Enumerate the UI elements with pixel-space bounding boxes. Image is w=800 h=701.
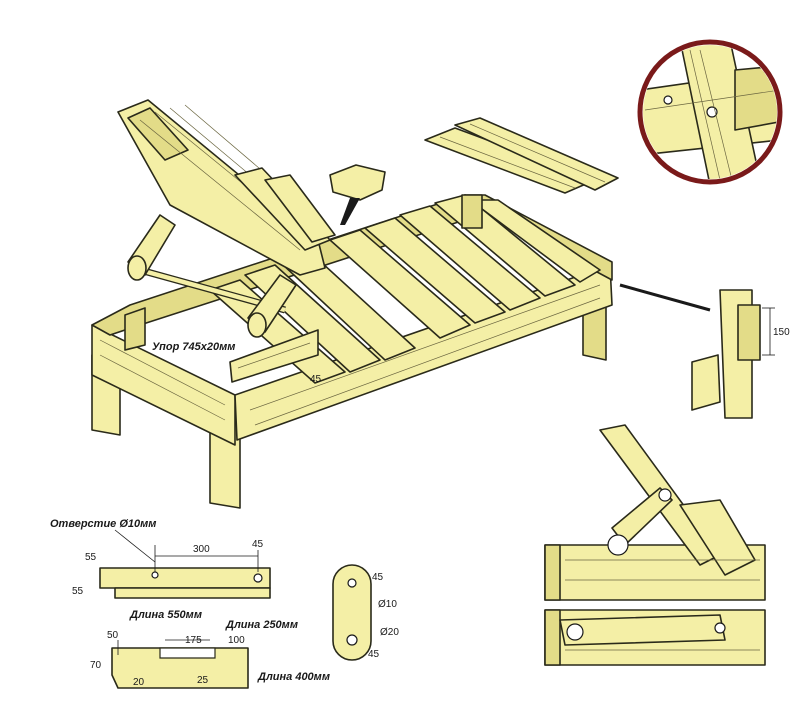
dim-50: 50 [107, 630, 119, 641]
label-length-550: Длина 550мм [129, 609, 202, 621]
dim-175: 175 [185, 635, 202, 646]
dim-45-a: 45 [252, 539, 264, 550]
dim-55-top: 55 [85, 552, 97, 563]
lounger-main [91, 194, 613, 509]
dim-25: 25 [197, 675, 209, 686]
dim-45-main: 45 [310, 374, 322, 385]
backrest [117, 99, 336, 276]
joint-detail: 150 [619, 283, 790, 419]
dim-20-oval: Ø20 [380, 627, 399, 638]
label-hole-10mm: Отверстие Ø10мм [50, 518, 156, 530]
dim-10-oval: Ø10 [378, 599, 397, 610]
dim-45-oval-bottom: 45 [368, 649, 380, 660]
seat-slats [209, 194, 601, 384]
label-length-400: Длина 400мм [257, 671, 330, 683]
mechanism-detail [544, 424, 766, 666]
frame-side-rail [91, 324, 236, 446]
loose-boards [424, 117, 619, 194]
post-inner-right [461, 194, 483, 229]
stop-piece [229, 329, 319, 383]
label-length-250: Длина 250мм [225, 619, 298, 631]
dim-55-left: 55 [72, 586, 84, 597]
small-block [329, 164, 386, 225]
support-bar [127, 214, 297, 338]
part-550 [99, 545, 271, 599]
detail-circle [637, 39, 783, 185]
dim-150: 150 [773, 327, 790, 338]
part-400 [111, 639, 249, 689]
part-250-oval [332, 564, 372, 661]
dim-70: 70 [90, 660, 102, 671]
label-stop-745x20: Упор 745х20мм [152, 341, 235, 353]
dim-100: 100 [228, 635, 245, 646]
post-inner-left [124, 307, 146, 351]
dim-20: 20 [133, 677, 145, 688]
dim-45-oval-top: 45 [372, 572, 384, 583]
dim-300: 300 [193, 544, 210, 555]
